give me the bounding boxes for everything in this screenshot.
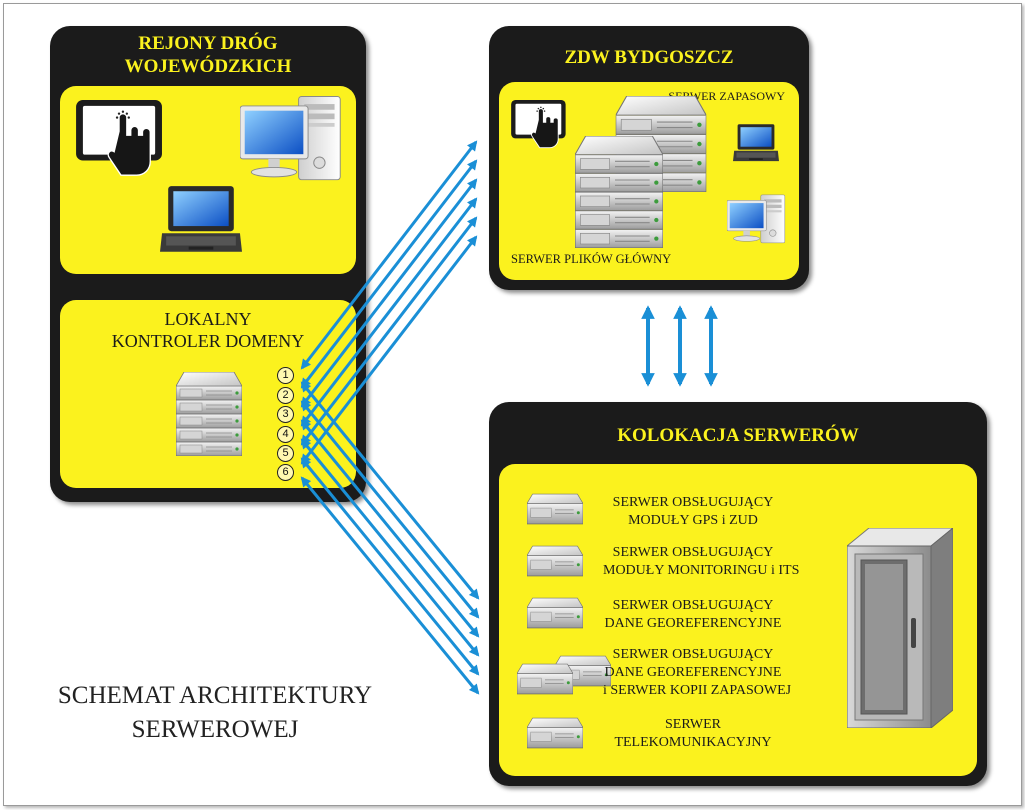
server-4-line2: DANE GEOREFERENCYJNE — [604, 665, 782, 680]
link-arrow — [300, 438, 480, 657]
server-4-line3: i SERWER KOPII ZAPASOWEJ — [603, 683, 792, 698]
diagram-frame — [3, 3, 1022, 806]
link-arrow — [300, 140, 478, 370]
server-2-line1: SERWER OBSŁUGUJĄCY — [612, 545, 774, 560]
server-5-line1: SERWER — [664, 717, 721, 732]
port-number: 6 — [277, 464, 294, 481]
domain-controller-title-line1: LOKALNY — [164, 309, 252, 329]
port-number: 2 — [277, 387, 294, 404]
server-cabinet-icon — [847, 528, 953, 728]
server-4-line1: SERWER OBSŁUGUJĄCY — [612, 647, 774, 662]
main-server-label: SERWER PLIKÓW GŁÓWNY — [511, 252, 672, 266]
zdw-inner-box: SERWER ZAPASOWY SERWER PLIKÓW GŁÓWNY — [499, 82, 799, 280]
server-3-line1: SERWER OBSŁUGUJĄCY — [612, 598, 774, 613]
server-1-line2: MODUŁY GPS i ZUD — [628, 513, 758, 528]
link-arrow — [300, 197, 478, 427]
server-1-line1: SERWER OBSŁUGUJĄCY — [612, 495, 774, 510]
links-zdw-colocation — [641, 305, 718, 387]
zdw-panel: ZDW BYDGOSZCZ SERWER ZAPASOWY SERWER PLI… — [489, 26, 809, 290]
link-arrow — [300, 216, 478, 446]
regions-title-line2: WOJEWÓDZKICH — [124, 56, 292, 77]
port-number: 4 — [277, 426, 294, 443]
domain-controller-title-line2: KONTROLER DOMENY — [111, 331, 305, 351]
colocation-panel: KOLOKACJA SERWERÓW SERWER OBSŁUGUJĄCY MO… — [489, 402, 987, 786]
diagram-caption-line2: SERWEROWEJ — [131, 716, 299, 743]
port-number: 3 — [277, 406, 294, 423]
port-number: 5 — [277, 445, 294, 462]
server-2-line2: MODUŁY MONITORINGU i ITS — [603, 563, 800, 578]
server-3-line2: DANE GEOREFERENCYJNE — [604, 616, 782, 631]
zdw-title: ZDW BYDGOSZCZ — [564, 47, 734, 68]
links-to-colocation — [300, 381, 480, 695]
link-arrow — [300, 178, 478, 408]
link-arrow — [300, 159, 478, 389]
diagram-caption-line1: SCHEMAT ARCHITEKTURY — [57, 682, 373, 709]
colocation-inner-box: SERWER OBSŁUGUJĄCY MODUŁY GPS i ZUD SERW… — [499, 464, 977, 776]
regions-title-line1: REJONY DRÓG — [138, 33, 278, 54]
server-5-line2: TELEKOMUNIKACYJNY — [614, 735, 772, 750]
link-arrow — [300, 476, 480, 695]
port-number: 1 — [277, 367, 294, 384]
colocation-title: KOLOKACJA SERWERÓW — [617, 425, 859, 446]
link-arrow — [300, 419, 480, 638]
link-arrow — [300, 235, 478, 465]
